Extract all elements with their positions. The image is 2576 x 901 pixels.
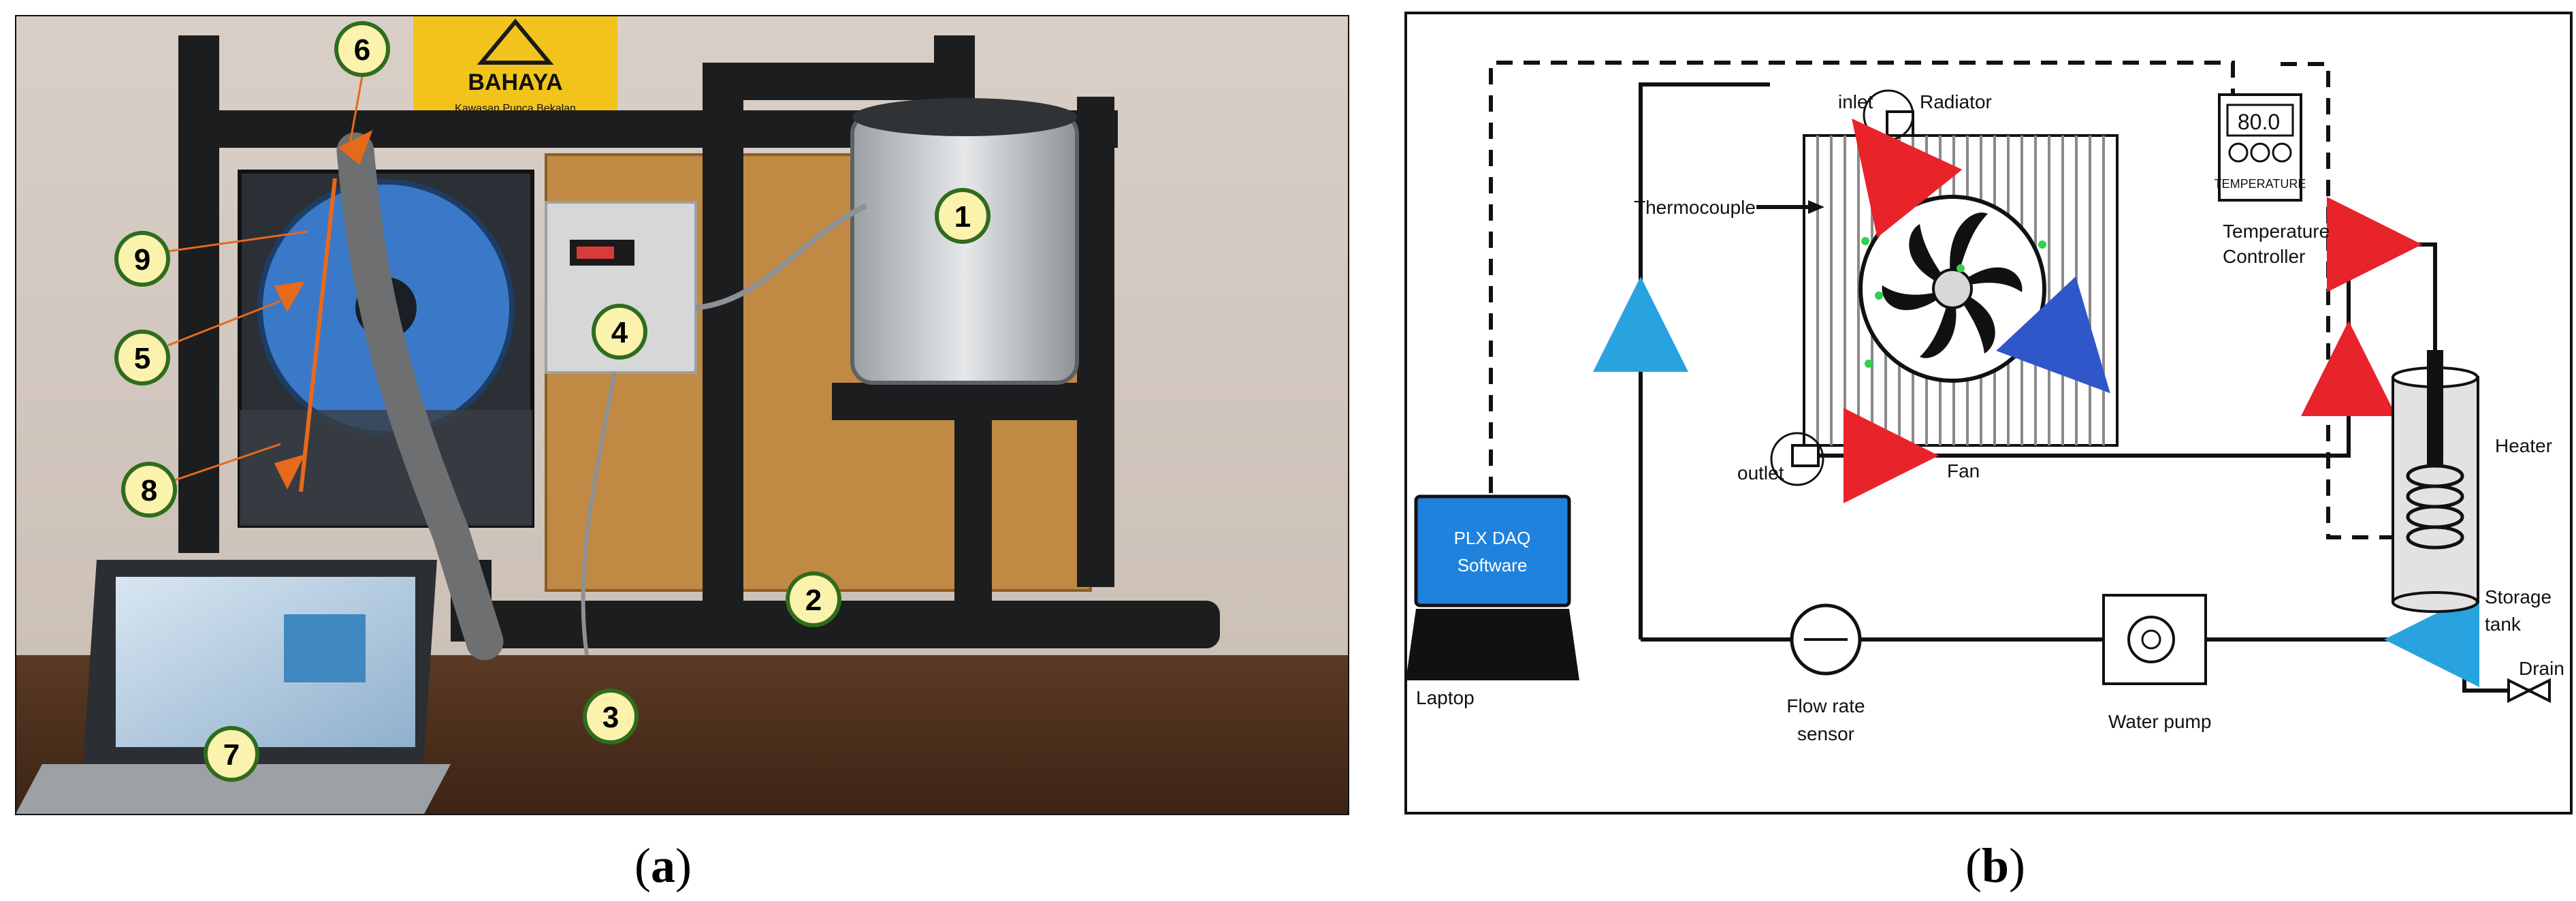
label-fan: Fan xyxy=(1947,460,1980,481)
software-label-line1: PLX DAQ xyxy=(1454,528,1531,548)
heater xyxy=(2427,350,2443,466)
svg-text:4: 4 xyxy=(611,316,628,349)
annotation-arrows xyxy=(274,129,373,492)
label-heater: Heater xyxy=(2495,435,2552,456)
svg-text:3: 3 xyxy=(602,701,619,734)
caption-a: (a) xyxy=(634,838,692,893)
marker-2: 2 xyxy=(786,571,841,627)
schematic-diagram: 80.0 TEMPERATURE PLX DAQ Software xyxy=(1404,12,2573,815)
cold-outflow-arrow xyxy=(1996,276,2110,394)
label-storage-line1: Storage xyxy=(2485,586,2551,607)
experimental-rig-photo: BAHAYA Kawasan Punca Bekalan xyxy=(14,14,1351,817)
svg-text:7: 7 xyxy=(223,738,240,772)
label-drain: Drain xyxy=(2519,658,2564,679)
callout-leaders xyxy=(167,76,364,481)
pipe-frame xyxy=(178,35,1220,648)
svg-text:9: 9 xyxy=(134,243,150,276)
radiator xyxy=(1756,89,2119,486)
signal-wiring xyxy=(1489,61,2454,539)
svg-text:5: 5 xyxy=(134,342,150,375)
outlet-port xyxy=(1791,444,1820,467)
marker-8: 8 xyxy=(121,462,177,518)
svg-text:8: 8 xyxy=(141,474,157,507)
caption-b-letter: b xyxy=(1981,838,2010,893)
label-outlet: outlet xyxy=(1737,462,1784,484)
marker-6: 6 xyxy=(334,21,390,77)
storage-tank xyxy=(2392,350,2479,613)
water-pump xyxy=(2102,594,2207,685)
caption-b: (b) xyxy=(1965,838,2026,893)
laptop-keyboard xyxy=(1406,609,1579,680)
panel-b-schematic: 80.0 TEMPERATURE PLX DAQ Software xyxy=(1402,10,2575,817)
svg-text:2: 2 xyxy=(805,584,822,617)
laptop[interactable]: PLX DAQ Software xyxy=(1406,494,1579,680)
drain-valve[interactable] xyxy=(2507,678,2551,704)
marker-1: 1 xyxy=(935,188,991,244)
label-water-pump: Water pump xyxy=(2108,711,2211,732)
panel-a-photo: BAHAYA Kawasan Punca Bekalan xyxy=(14,14,1351,817)
control-box xyxy=(545,201,697,374)
marker-9: 9 xyxy=(114,231,170,287)
laptop-screen xyxy=(116,577,415,747)
marker-7: 7 xyxy=(204,726,259,782)
svg-text:6: 6 xyxy=(354,33,370,67)
inlet-port xyxy=(1886,110,1914,137)
label-radiator: Radiator xyxy=(1920,91,1992,112)
label-temp-controller-line1: Temperature xyxy=(2223,221,2330,242)
sign-text: BAHAYA xyxy=(468,69,562,95)
label-thermocouple: Thermocouple xyxy=(1634,197,1756,218)
radiator-hose xyxy=(336,132,504,661)
laptop-photo xyxy=(15,560,451,815)
svg-text:1: 1 xyxy=(954,200,971,234)
software-label-line2: Software xyxy=(1458,555,1528,575)
controller-face-text: TEMPERATURE xyxy=(2215,177,2306,191)
label-flow-sensor-line1: Flow rate xyxy=(1786,695,1865,716)
controller-display: 80.0 xyxy=(2238,110,2280,134)
marker-3: 3 xyxy=(583,689,639,744)
label-laptop: Laptop xyxy=(1416,687,1475,708)
storage-tank-photo xyxy=(850,98,1079,385)
label-storage-line2: tank xyxy=(2485,614,2522,635)
marker-5: 5 xyxy=(114,330,170,385)
label-inlet: inlet xyxy=(1838,91,1873,112)
label-flow-sensor-line2: sensor xyxy=(1797,723,1854,744)
label-temp-controller-line2: Controller xyxy=(2223,246,2305,267)
temperature-controller: 80.0 TEMPERATURE xyxy=(2215,93,2306,202)
laptop-screen-schematic xyxy=(1414,494,1571,607)
hot-inflow-arrow xyxy=(1852,118,1963,238)
caption-a-letter: a xyxy=(650,838,675,893)
marker-4: 4 xyxy=(592,304,647,360)
flow-rate-sensor xyxy=(1790,603,1862,676)
